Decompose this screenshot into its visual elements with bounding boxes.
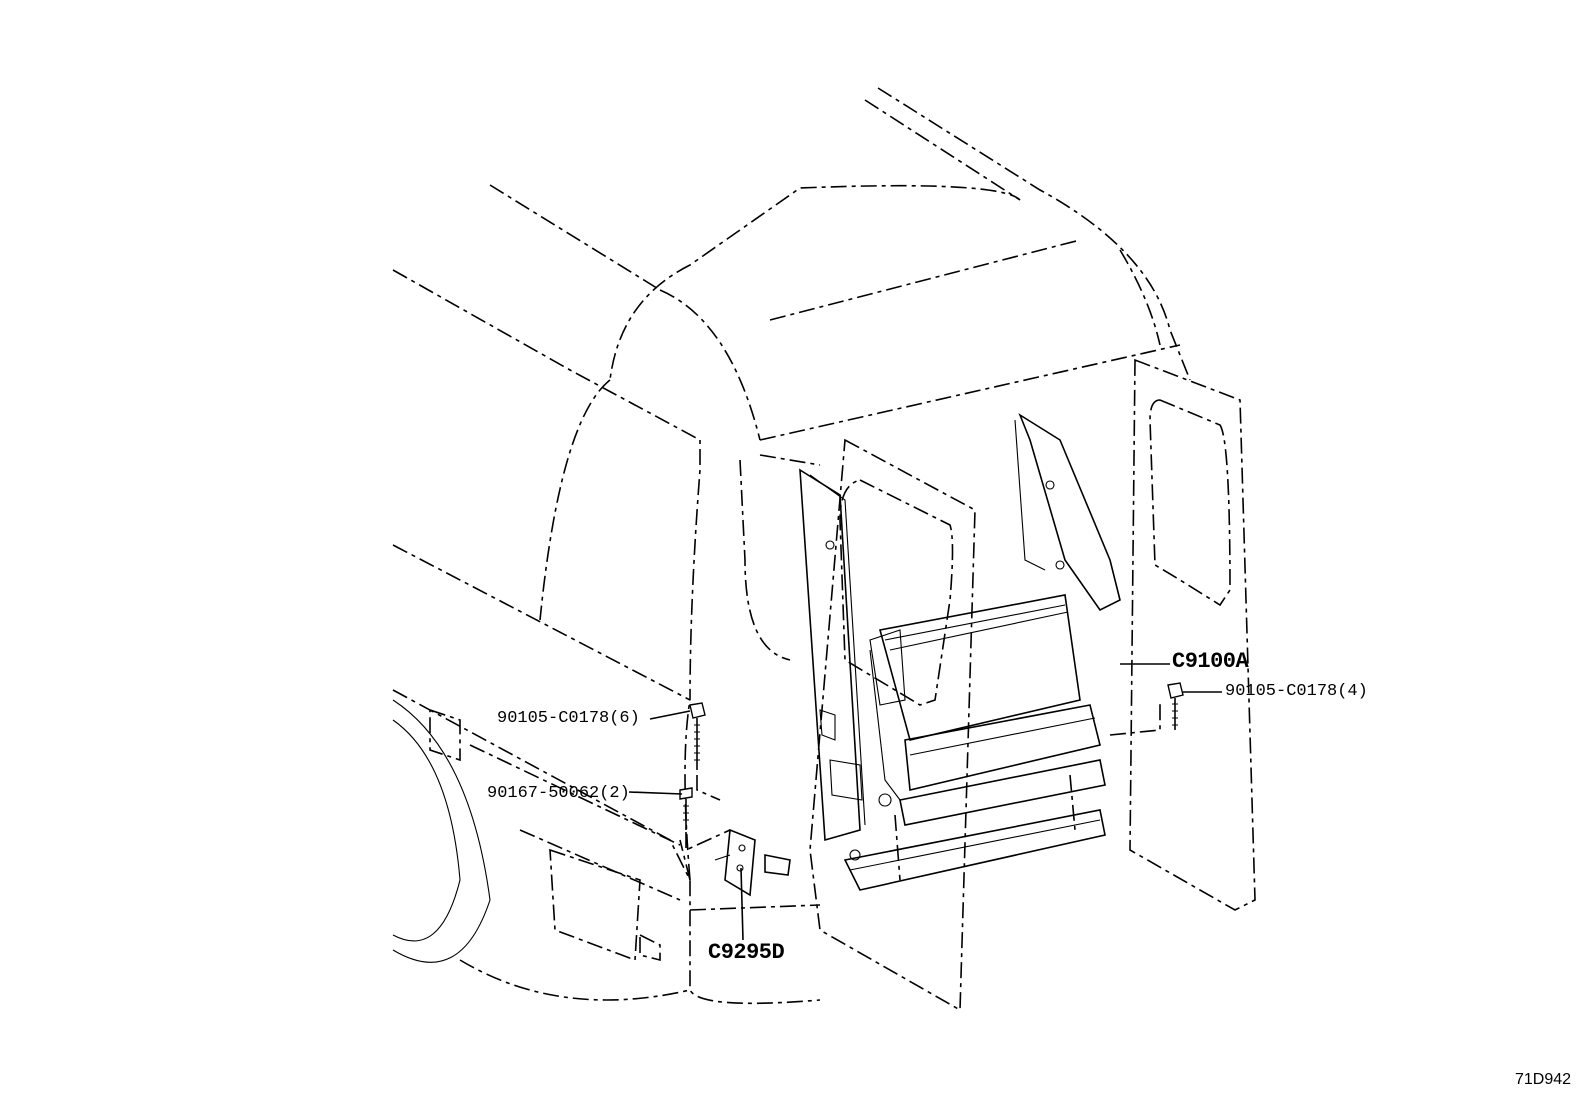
figure-code: 71D942 bbox=[1515, 1071, 1572, 1088]
wheelchair-lift bbox=[799, 413, 1161, 891]
label-bolt-left: 90105-C0178(6) bbox=[497, 709, 640, 728]
label-bolt-right: 90105-C0178(4) bbox=[1225, 682, 1368, 701]
bracket-c9295d bbox=[714, 828, 791, 897]
van-body bbox=[392, 87, 1191, 1005]
left-rear-door bbox=[739, 438, 976, 1012]
label-screw-left: 90167-50062(2) bbox=[487, 784, 630, 803]
label-c9295d: C9295D bbox=[708, 940, 785, 965]
leader-lines bbox=[628, 663, 1222, 941]
label-c9100a: C9100A bbox=[1172, 649, 1249, 674]
fasteners bbox=[679, 682, 1184, 852]
right-rear-door bbox=[1129, 358, 1256, 911]
